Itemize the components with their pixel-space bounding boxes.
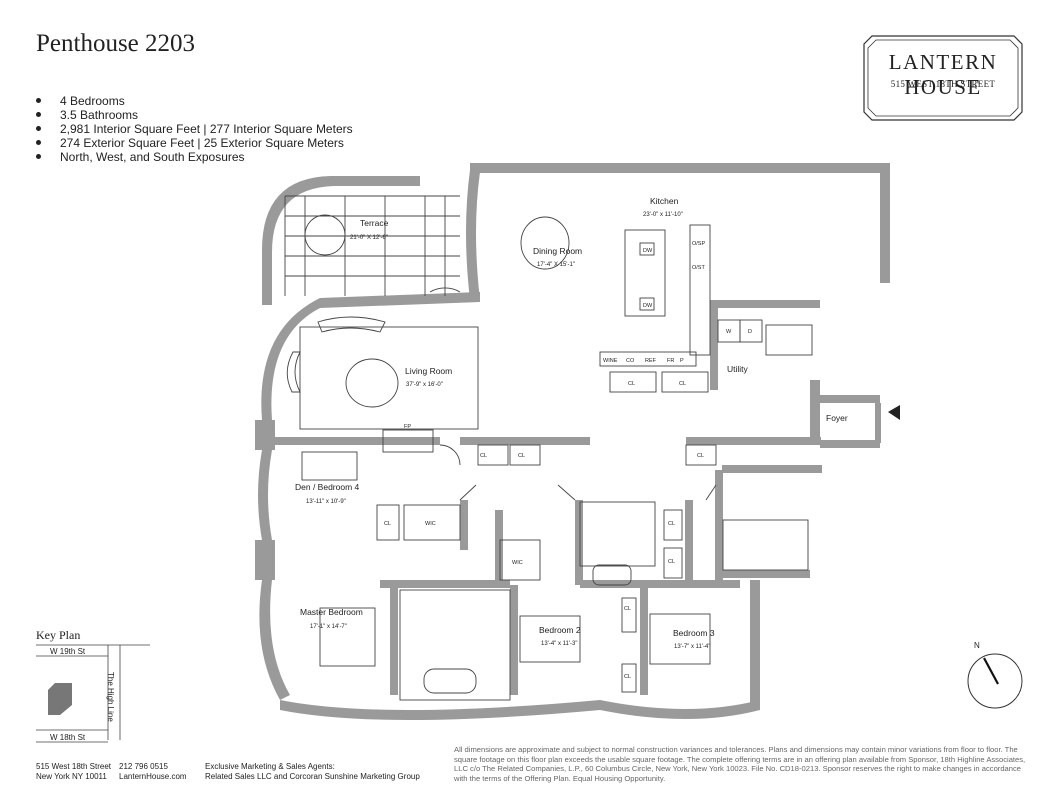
plan-walls	[255, 163, 890, 720]
dw-label-1: DW	[643, 248, 653, 254]
footer-address-line1: 515 West 18th Street	[36, 762, 112, 771]
footer-address-line2: New York NY 10011	[36, 772, 107, 781]
fireplace-label: FP	[404, 424, 411, 430]
terrace-dims: 21'-0" X 12'-6"	[350, 235, 388, 241]
legal-disclaimer: All dimensions are approximate and subje…	[454, 745, 1026, 783]
cl-label-8: CL	[668, 559, 675, 565]
wic-label-2: WIC	[512, 560, 523, 566]
feature-bedrooms: 4 Bedrooms	[36, 94, 353, 108]
dw-label-2: DW	[643, 303, 653, 309]
entry-arrow-icon	[888, 405, 900, 420]
fr-label: FR	[667, 358, 674, 364]
keyplan-south-street: W 18th St	[50, 733, 86, 742]
living-name: Living Room	[405, 366, 452, 376]
footer-agents-names: Related Sales LLC and Corcoran Sunshine …	[205, 772, 420, 781]
living-dims: 37'-9" x 16'-0"	[406, 382, 443, 388]
den-dims: 13'-11" x 10'-9"	[306, 499, 346, 505]
unit-title: Penthouse 2203	[36, 30, 196, 57]
feature-exterior-area: 274 Exterior Square Feet | 25 Exterior S…	[36, 136, 353, 150]
cl-label-9: CL	[624, 606, 631, 612]
utility-name: Utility	[727, 364, 749, 374]
co-label: CO	[626, 358, 635, 364]
foyer-name: Foyer	[826, 413, 848, 423]
wic-label-1: WIC	[425, 521, 436, 527]
bedroom3-name: Bedroom 3	[673, 628, 715, 638]
footer-contact: 212 796 0515 LanternHouse.com	[119, 762, 187, 782]
master-dims: 17'-1" x 14'-7"	[310, 624, 347, 630]
logo-address: 515 WEST 18TH STREET	[890, 79, 996, 89]
cl-label-7: CL	[668, 521, 675, 527]
footer-agents-label: Exclusive Marketing & Sales Agents:	[205, 762, 335, 771]
feature-interior-area: 2,981 Interior Square Feet | 277 Interio…	[36, 122, 353, 136]
footer-address: 515 West 18th Street New York NY 10011	[36, 762, 111, 782]
logo-frame-icon	[863, 35, 1023, 121]
oven-st-label: O/ST	[692, 265, 705, 271]
wine-label: WINE	[603, 358, 618, 364]
cl-label-6: CL	[384, 521, 391, 527]
feature-bathrooms: 3.5 Bathrooms	[36, 108, 353, 122]
cl-label-3: CL	[480, 453, 487, 459]
north-compass-icon: N	[967, 641, 1023, 709]
den-name: Den / Bedroom 4	[295, 482, 360, 492]
kitchen-name: Kitchen	[650, 196, 679, 206]
cl-label-1: CL	[628, 381, 635, 387]
keyplan-high-line: The High Line	[106, 672, 115, 722]
footer-website[interactable]: LanternHouse.com	[119, 772, 187, 781]
footer-agents: Exclusive Marketing & Sales Agents: Rela…	[205, 762, 420, 782]
cl-label-2: CL	[679, 381, 686, 387]
bedroom2-dims: 13'-4" x 11'-3"	[541, 641, 577, 647]
bedroom3-dims: 13'-7" x 11'-4"	[674, 644, 710, 650]
dryer-label: D	[748, 329, 752, 335]
cl-label-5: CL	[697, 453, 704, 459]
compass-north-label: N	[974, 641, 980, 650]
washer-label: W	[726, 329, 732, 335]
keyplan-title: Key Plan	[36, 628, 81, 642]
ref-label: REF	[645, 358, 657, 364]
logo-name: LANTERN HOUSE	[888, 50, 998, 99]
plan-lines	[284, 195, 813, 701]
cl-label-10: CL	[624, 674, 631, 680]
dining-name: Dining Room	[533, 246, 582, 256]
bedroom2-name: Bedroom 2	[539, 625, 581, 635]
feature-exposures: North, West, and South Exposures	[36, 150, 353, 164]
cl-label-4: CL	[518, 453, 525, 459]
oven-sp-label: O/SP	[692, 241, 705, 247]
footer-phone: 212 796 0515	[119, 762, 168, 771]
p-label: P	[680, 358, 684, 364]
lantern-house-logo: LANTERN HOUSE 515 WEST 18TH STREET	[862, 34, 1024, 122]
unit-features: 4 Bedrooms 3.5 Bathrooms 2,981 Interior …	[36, 94, 353, 164]
key-plan: W 19th St W 18th St The High Line	[36, 644, 150, 743]
master-name: Master Bedroom	[300, 607, 363, 617]
fixture-labels: DW DW O/SP O/ST WINE CO REF FR P CL CL C…	[384, 241, 752, 680]
terrace-name: Terrace	[360, 218, 389, 228]
keyplan-north-street: W 19th St	[50, 647, 86, 656]
dining-dims: 17'-4" X 15'-1"	[537, 262, 575, 268]
kitchen-dims: 23'-0" x 11'-10"	[643, 212, 683, 218]
